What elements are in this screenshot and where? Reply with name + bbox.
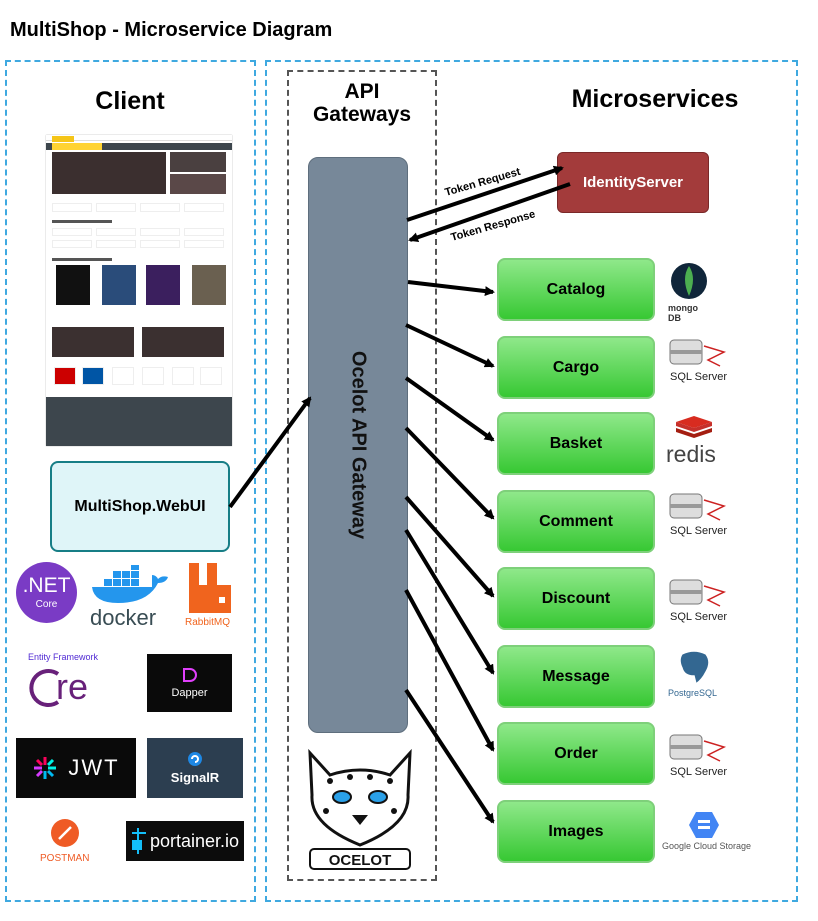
dotnet-main-text: .NET <box>22 574 71 597</box>
discount-service-node: Discount <box>497 567 655 630</box>
mongodb-icon <box>671 263 707 299</box>
dotnet-sub-text: Core <box>35 599 58 610</box>
sqlserver-text: SQL Server <box>670 371 728 383</box>
client-heading: Client <box>95 87 165 115</box>
webui-node: MultiShop.WebUI <box>50 461 230 552</box>
rabbitmq-text: RabbitMQ <box>185 617 231 628</box>
signalr-icon <box>188 752 202 766</box>
order-sqlserver-logo: SQL Server <box>668 733 730 783</box>
postgresql-text: PostgreSQL <box>668 688 718 698</box>
gcs-icon <box>689 812 719 838</box>
jwt-icon <box>34 757 57 779</box>
diagram-title: MultiShop - Microservice Diagram <box>10 19 333 41</box>
gcs-text: Google Cloud Storage <box>662 841 752 851</box>
dapper-icon <box>182 668 197 682</box>
sqlserver-text: SQL Server <box>670 525 728 537</box>
postman-text: POSTMAN <box>40 853 90 864</box>
message-service-node: Message <box>497 645 655 708</box>
docker-logo: docker <box>88 565 170 633</box>
ef-core-visible-text: re <box>56 666 89 707</box>
ocelot-gateway-bar <box>308 157 408 733</box>
ef-c-icon <box>29 669 60 707</box>
google-cloud-storage-logo: Google Cloud Storage <box>662 810 752 855</box>
catalog-service-node: Catalog <box>497 258 655 321</box>
sqlserver-text: SQL Server <box>670 766 728 778</box>
jwt-logo: JWT <box>16 738 136 798</box>
mongodb-logo: mongo DB <box>668 262 710 323</box>
sqlserver-icon <box>669 734 727 762</box>
redis-text: redis <box>666 441 716 467</box>
comment-sqlserver-logo: SQL Server <box>668 492 730 542</box>
sqlserver-icon <box>669 339 727 367</box>
identity-server-node: IdentityServer <box>557 152 709 213</box>
rabbitmq-icon <box>189 563 231 613</box>
postgresql-elephant-icon <box>679 650 710 686</box>
redis-logo: redis <box>666 414 722 467</box>
comment-service-node: Comment <box>497 490 655 553</box>
ocelot-logo: OCELOT <box>300 745 420 873</box>
api-gateways-heading: API Gateways <box>312 80 412 127</box>
sqlserver-icon <box>669 493 727 521</box>
dotnet-core-logo: .NET Core <box>16 562 77 623</box>
cargo-sqlserver-logo: SQL Server <box>668 338 730 388</box>
portainer-text: portainer.io <box>149 830 240 851</box>
order-service-node: Order <box>497 722 655 785</box>
redis-icon <box>676 416 712 438</box>
ef-caption: Entity Framework <box>28 652 99 662</box>
postgresql-logo: PostgreSQL <box>668 650 728 705</box>
signalr-text: SignalR <box>170 770 220 785</box>
images-service-node: Images <box>497 800 655 863</box>
jwt-text: JWT <box>68 755 120 780</box>
microservices-heading: Microservices <box>571 85 739 113</box>
docker-text: docker <box>90 605 157 630</box>
ocelot-logo-text: OCELOT <box>329 852 392 869</box>
basket-service-node: Basket <box>497 412 655 475</box>
discount-sqlserver-logo: SQL Server <box>668 578 730 628</box>
dapper-logo: Dapper <box>147 654 232 712</box>
ocelot-gateway-label: Ocelot API Gateway <box>347 350 370 540</box>
website-preview-image <box>46 135 232 446</box>
entity-framework-core-logo: Entity Framework core re <box>28 652 128 712</box>
portainer-crane-icon <box>131 828 146 854</box>
mongodb-text: mongo DB <box>668 303 698 323</box>
postman-logo: POSTMAN <box>35 818 95 868</box>
postman-icon <box>51 819 79 847</box>
ocelot-cat-icon: OCELOT <box>308 748 412 870</box>
portainer-logo: portainer.io <box>126 821 244 861</box>
cargo-service-node: Cargo <box>497 336 655 399</box>
dapper-text: Dapper <box>171 687 208 699</box>
signalr-logo: SignalR <box>147 738 243 798</box>
docker-whale-icon <box>92 565 168 603</box>
sqlserver-icon <box>669 579 727 607</box>
sqlserver-text: SQL Server <box>670 611 728 623</box>
rabbitmq-logo: RabbitMQ <box>185 561 237 631</box>
